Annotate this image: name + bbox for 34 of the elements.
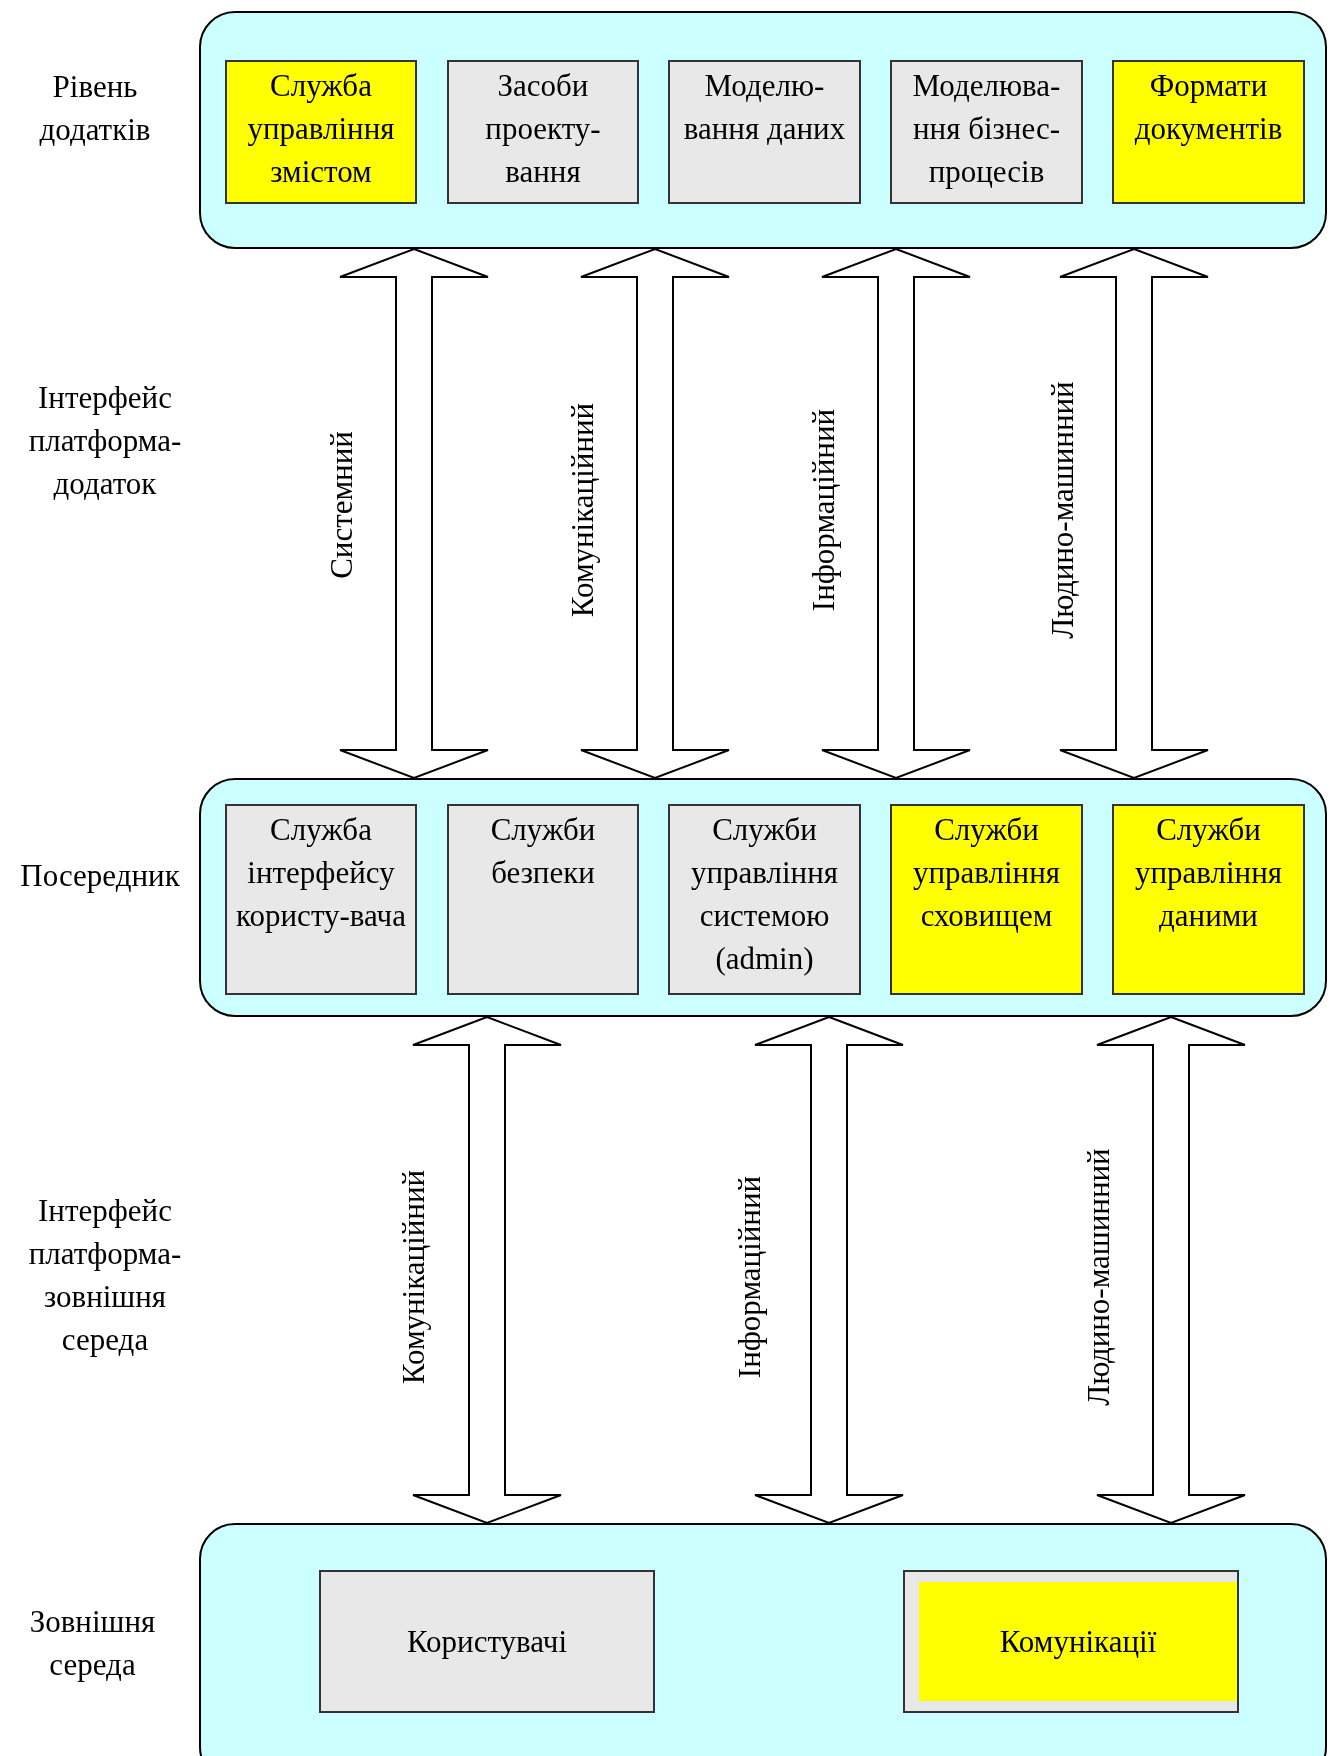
service-box: Моделюва-ння бізнес-процесів [890, 60, 1083, 204]
service-box: Формати документів [1112, 60, 1305, 204]
service-box: Моделю-вання даних [668, 60, 861, 204]
service-box: Служби безпеки [447, 804, 639, 995]
edge-label: Інформаційний [806, 408, 842, 612]
double-arrow [339, 247, 489, 780]
layer-panel [199, 1523, 1327, 1756]
level-label: Зовнішня середа [28, 1603, 157, 1684]
double-arrow [754, 1015, 904, 1525]
double-arrow [1096, 1015, 1246, 1525]
level-label: Інтерфейс платформа-додаток [27, 378, 183, 503]
service-box: Служби управління даними [1112, 804, 1305, 995]
layer-panel [199, 11, 1327, 249]
edge-label: Системний [324, 431, 360, 579]
service-box: Служба інтерфейсу користу-вача [225, 804, 417, 995]
service-box: Засоби проекту-вання [447, 60, 639, 204]
service-box: Служби управління сховищем [890, 804, 1083, 995]
edge-label: Людино-машинний [1045, 381, 1081, 639]
edge-label: Комунікаційний [565, 402, 601, 618]
level-label: Посередник [20, 856, 180, 895]
level-label: Рівень додатків [38, 68, 152, 149]
service-box: Користувачі [319, 1570, 655, 1713]
double-arrow [412, 1015, 562, 1525]
service-box: Служби управління системою (admin) [668, 804, 861, 995]
edge-label: Комунікаційний [396, 1169, 432, 1385]
double-arrow [580, 247, 730, 780]
double-arrow [1059, 247, 1209, 780]
edge-label: Людино-машинний [1081, 1148, 1117, 1406]
service-box: Комунікації [903, 1570, 1239, 1713]
edge-label: Інформаційний [732, 1175, 768, 1379]
layer-panel [199, 778, 1327, 1017]
service-box: Служба управління змістом [225, 60, 417, 204]
level-label: Інтерфейс платформа-зовнішня середа [27, 1192, 183, 1359]
double-arrow [821, 247, 971, 780]
